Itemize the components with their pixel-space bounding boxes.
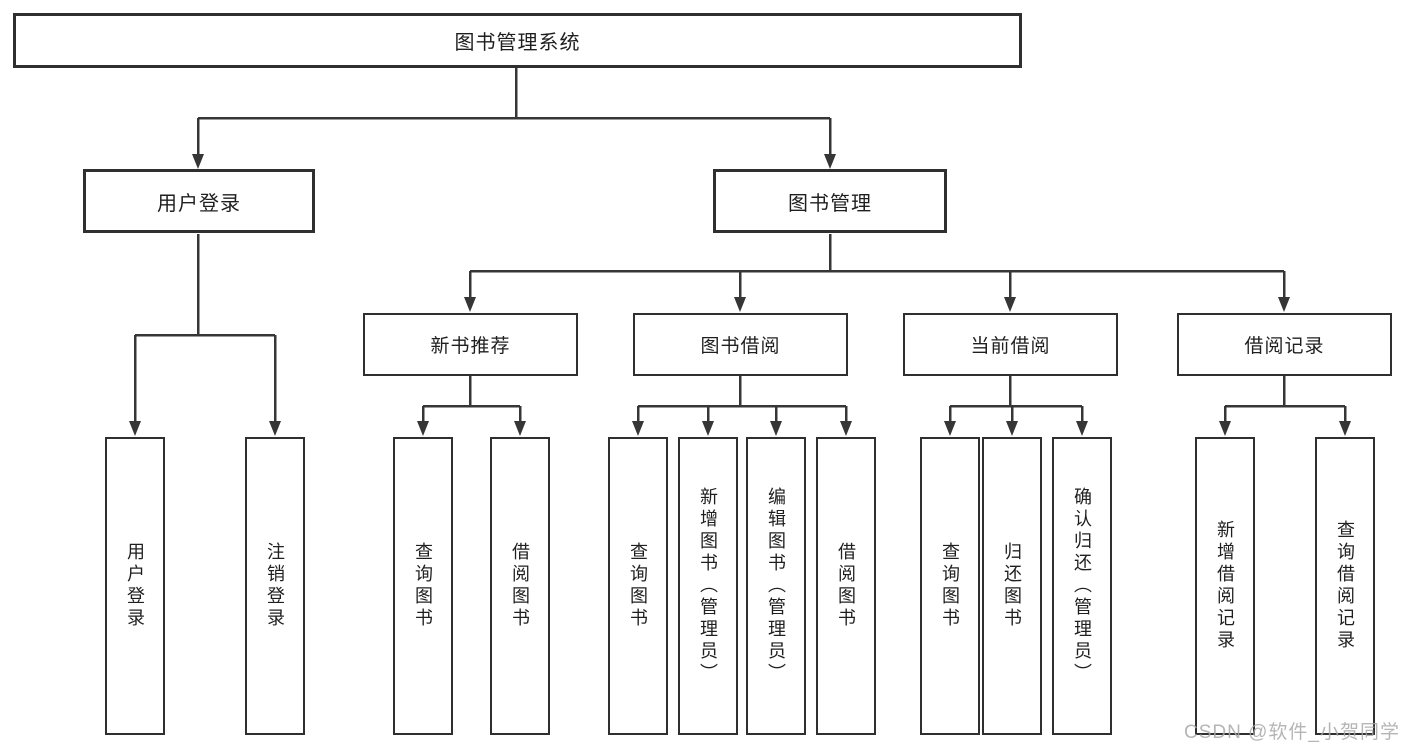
node-user-login: 用户登录 xyxy=(83,169,315,233)
connector-drops xyxy=(133,118,1347,422)
leaf-edit-books-admin: 编辑图书（管理员） xyxy=(746,437,806,735)
csdn-watermark: CSDN @软件_小贺同学 xyxy=(1184,722,1400,743)
leaf-user-login: 用户登录 xyxy=(105,437,165,735)
leaf-query-books-current: 查询图书 xyxy=(920,437,980,735)
leaf-return-books: 归还图书 xyxy=(982,437,1042,735)
leaf-confirm-return-admin: 确认归还（管理员） xyxy=(1052,437,1112,735)
node-library-management-system: 图书管理系统 xyxy=(13,13,1022,68)
leaf-logout: 注销登录 xyxy=(245,437,305,735)
leaf-add-borrow-record: 新增借阅记录 xyxy=(1195,437,1255,735)
node-book-borrow: 图书借阅 xyxy=(633,313,848,376)
node-book-management: 图书管理 xyxy=(713,169,947,233)
node-new-book-recommend: 新书推荐 xyxy=(363,313,578,376)
leaf-query-books-recommend: 查询图书 xyxy=(393,437,453,735)
node-borrow-records: 借阅记录 xyxy=(1177,313,1392,376)
node-current-borrow: 当前借阅 xyxy=(903,313,1118,376)
leaf-query-books-borrow: 查询图书 xyxy=(608,437,668,735)
leaf-query-borrow-record: 查询借阅记录 xyxy=(1315,437,1375,735)
leaf-borrow-books-recommend: 借阅图书 xyxy=(490,437,550,735)
leaf-borrow-books: 借阅图书 xyxy=(816,437,876,735)
leaf-add-books-admin: 新增图书（管理员） xyxy=(678,437,738,735)
